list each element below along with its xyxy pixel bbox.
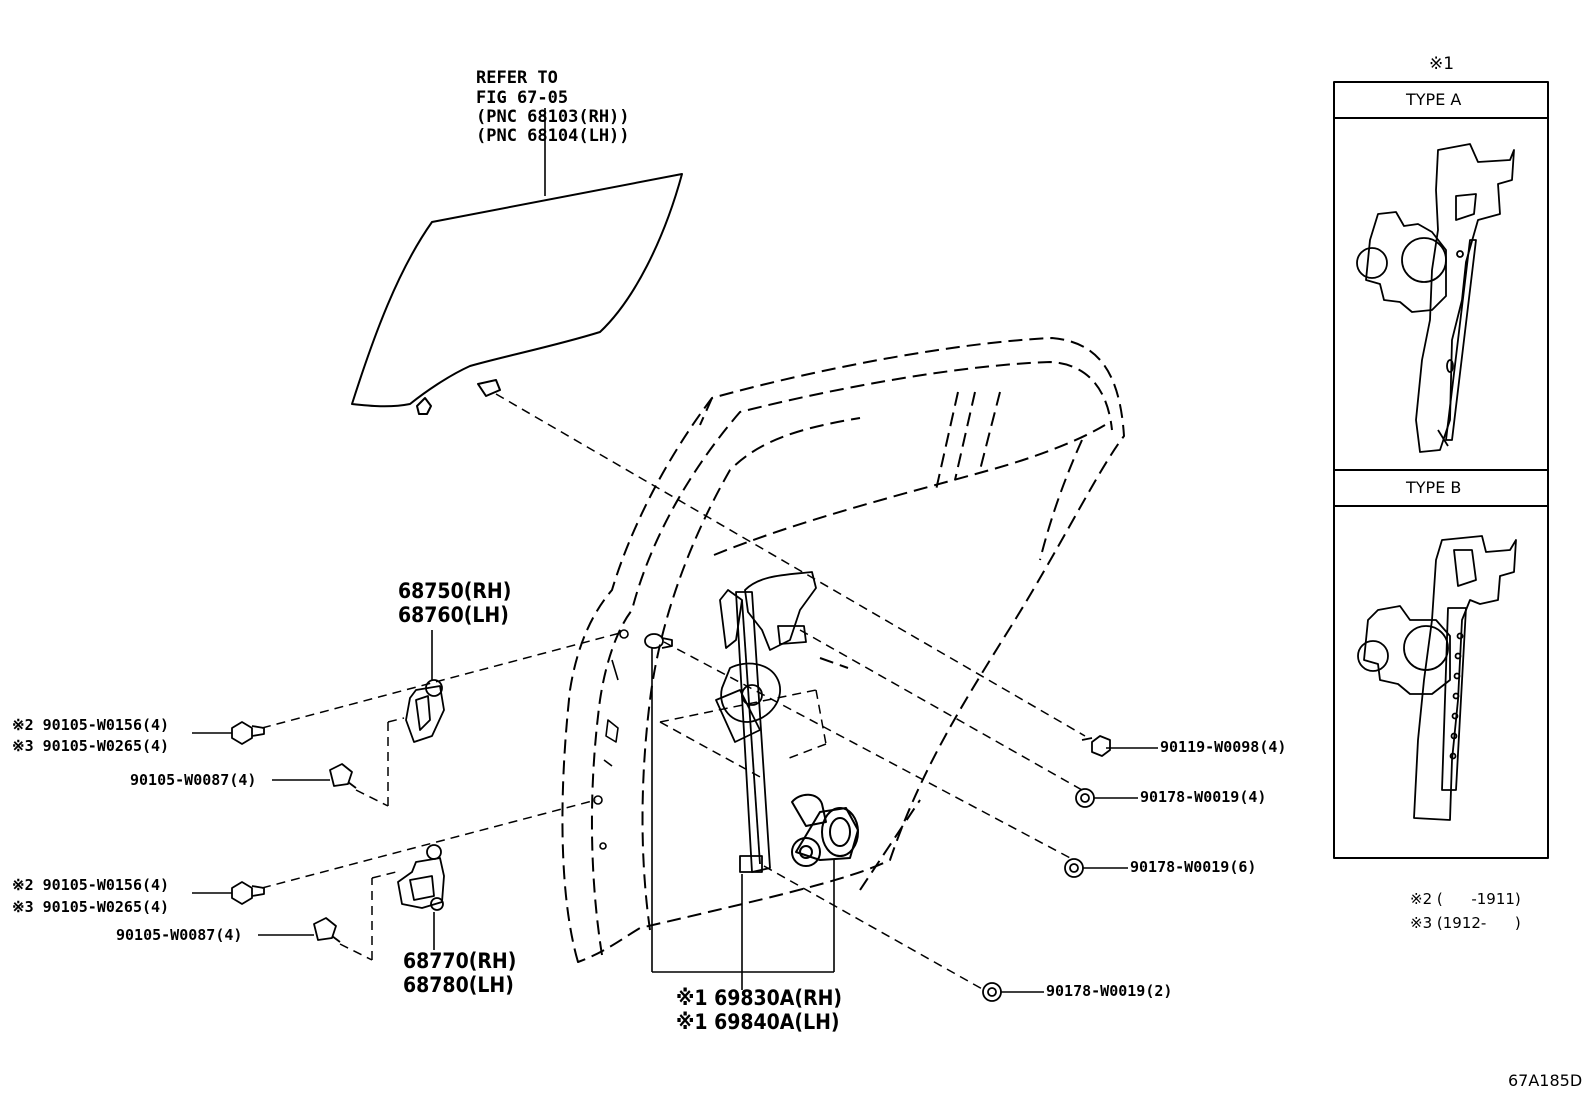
lower-bolt-b-label[interactable]: ※3 90105-W0265(4) [12, 898, 170, 916]
lower-bolt-c-label[interactable]: 90105-W0087(4) [116, 926, 243, 944]
type-b-label: TYPE B [1406, 478, 1462, 497]
part-90119-w0098-label[interactable]: 90119-W0098(4) [1160, 738, 1287, 756]
glass-ref-line4: (PNC 68104(LH)) [476, 126, 630, 146]
window-regulator [715, 571, 817, 873]
glass-ref-line3: (PNC 68103(RH)) [476, 107, 630, 127]
type-a-regulator [1356, 143, 1515, 453]
regulator-lh-label[interactable]: ※1 69840A(LH) [676, 1010, 840, 1034]
regulator-rh-label[interactable]: ※1 69830A(RH) [676, 986, 843, 1010]
lower-hinge-lh-label[interactable]: 68780(LH) [403, 973, 514, 997]
inset-note-label: ※1 [1429, 54, 1455, 74]
assembly-leaders [261, 393, 1086, 991]
lower-hinge-rh-label[interactable]: 68770(RH) [403, 949, 517, 973]
figure-code: 67A185D [1508, 1071, 1583, 1090]
door-glass [351, 108, 683, 415]
glass-ref-line1: REFER TO [476, 68, 558, 88]
part-90178-w0019-4-label[interactable]: 90178-W0019(4) [1140, 788, 1267, 806]
label-leaders [192, 630, 1158, 993]
upper-bolt-c-label[interactable]: 90105-W0087(4) [130, 771, 257, 789]
part-90178-w0019-2-label[interactable]: 90178-W0019(2) [1046, 982, 1173, 1000]
inset-box [1333, 81, 1549, 859]
note-2: ※2 ( -1911) [1410, 890, 1521, 908]
door-panel [561, 337, 1125, 963]
upper-hinge-lh-label[interactable]: 68760(LH) [398, 603, 509, 627]
part-90178-w0019-6-label[interactable]: 90178-W0019(6) [1130, 858, 1257, 876]
lower-hinge [397, 844, 445, 911]
type-a-label: TYPE A [1406, 90, 1462, 109]
upper-hinge [405, 679, 445, 743]
note-3: ※3 (1912- ) [1410, 914, 1521, 932]
type-b-regulator [1357, 535, 1517, 821]
upper-bolt-a-label[interactable]: ※2 90105-W0156(4) [12, 716, 170, 734]
regulator-motor [791, 793, 859, 867]
upper-hinge-rh-label[interactable]: 68750(RH) [398, 579, 512, 603]
upper-bolt-b-label[interactable]: ※3 90105-W0265(4) [12, 737, 170, 755]
door-edge-features [593, 629, 629, 850]
lower-bolt-a-label[interactable]: ※2 90105-W0156(4) [12, 876, 170, 894]
fasteners [231, 633, 1111, 1002]
glass-ref-line2: FIG 67-05 [476, 88, 569, 108]
